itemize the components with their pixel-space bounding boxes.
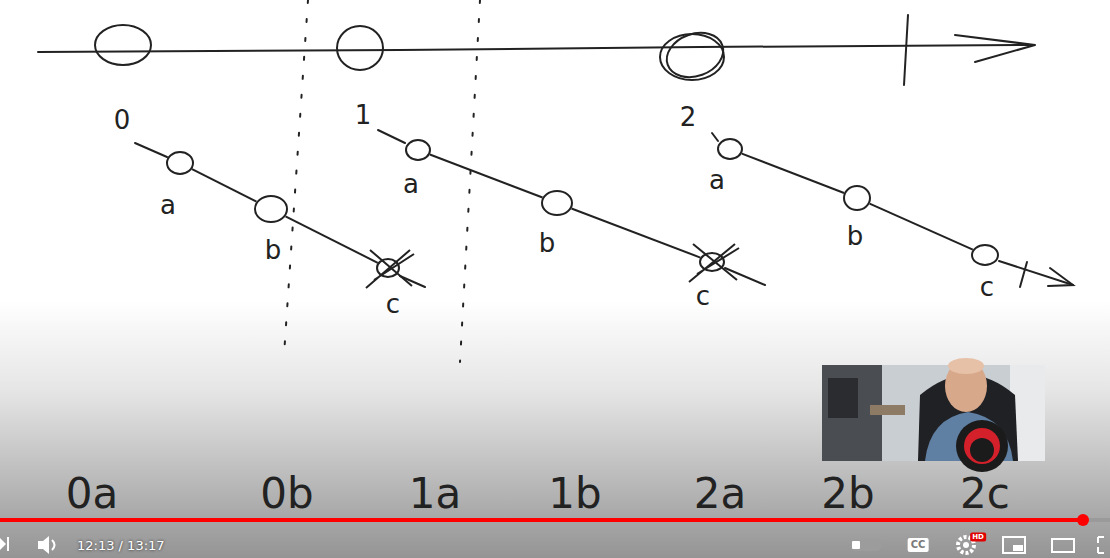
chain-link: [571, 209, 700, 258]
sequence-entry: 2a: [694, 473, 746, 515]
progress-track: [0, 518, 1110, 522]
chain-link: [742, 154, 844, 193]
sequence-circle: b: [843, 185, 871, 211]
element-letter: c: [696, 283, 710, 309]
circle-outline: [971, 244, 999, 266]
sequence-entry: 1b: [548, 473, 601, 515]
chain-line: [725, 268, 765, 285]
circle-outline: [541, 190, 573, 216]
chain-line: [999, 261, 1073, 285]
element-letter: b: [847, 223, 864, 249]
quality-badge: HD: [970, 533, 986, 542]
sequence-circle: b: [254, 195, 288, 223]
element-letter: a: [160, 192, 176, 218]
offset-circle: [660, 34, 724, 80]
timeline-arrowhead: [955, 35, 1035, 62]
sequence-entry: 2b: [821, 473, 874, 515]
cross-out: [366, 250, 414, 288]
chain-link: [430, 155, 543, 198]
offset-circle: [661, 25, 730, 84]
progress-played: [0, 518, 1083, 522]
circle-outline: [166, 151, 194, 175]
sequence-circle: a: [717, 138, 743, 160]
chain-arrowhead: [1048, 268, 1073, 286]
timeline: [38, 45, 1035, 52]
element-letter: a: [403, 171, 419, 197]
offset-circle: [337, 26, 383, 70]
sequence-circle: a: [405, 139, 431, 161]
sequence-circle: c: [376, 258, 400, 278]
sequence-circle: b: [541, 190, 573, 216]
chain-tick: [1020, 262, 1027, 287]
sequence-entry: 2c: [960, 473, 1010, 515]
chain-line: [378, 130, 405, 143]
time-display: 12:13 / 13:17: [77, 539, 165, 552]
timeline-tick: [904, 15, 908, 85]
circle-outline: [376, 258, 400, 278]
offset-circle: [95, 25, 151, 65]
progress-knob: [1077, 514, 1089, 526]
chain-line: [135, 143, 167, 157]
chain-number: 0: [114, 107, 131, 133]
sequence-entry: 1a: [409, 473, 461, 515]
element-letter: c: [980, 274, 994, 300]
sequence-entry: 0a: [66, 473, 118, 515]
sequence-entry: 0b: [260, 473, 313, 515]
element-letter: a: [709, 167, 725, 193]
circle-outline: [405, 139, 431, 161]
sequence-circle: a: [166, 151, 194, 175]
chain-link: [285, 216, 377, 263]
element-letter: b: [265, 237, 282, 263]
webcam-inset: [822, 358, 1045, 472]
sequence-circle: c: [699, 252, 725, 272]
chain-line: [712, 133, 718, 141]
chain-number: 1: [355, 102, 372, 128]
circle-outline: [717, 138, 743, 160]
element-letter: b: [539, 230, 556, 256]
player-controls: [0, 536, 1104, 554]
captions-button: CC: [908, 538, 929, 552]
chain-link: [192, 169, 256, 202]
player-shade: [0, 300, 1110, 558]
circle-outline: [699, 252, 725, 272]
circle-outline: [843, 185, 871, 211]
sequence-circle: c: [971, 244, 999, 266]
chain-number: 2: [680, 104, 697, 130]
chain-link: [870, 204, 973, 250]
element-letter: c: [386, 291, 400, 317]
circle-outline: [254, 195, 288, 223]
cross-out: [689, 244, 739, 282]
